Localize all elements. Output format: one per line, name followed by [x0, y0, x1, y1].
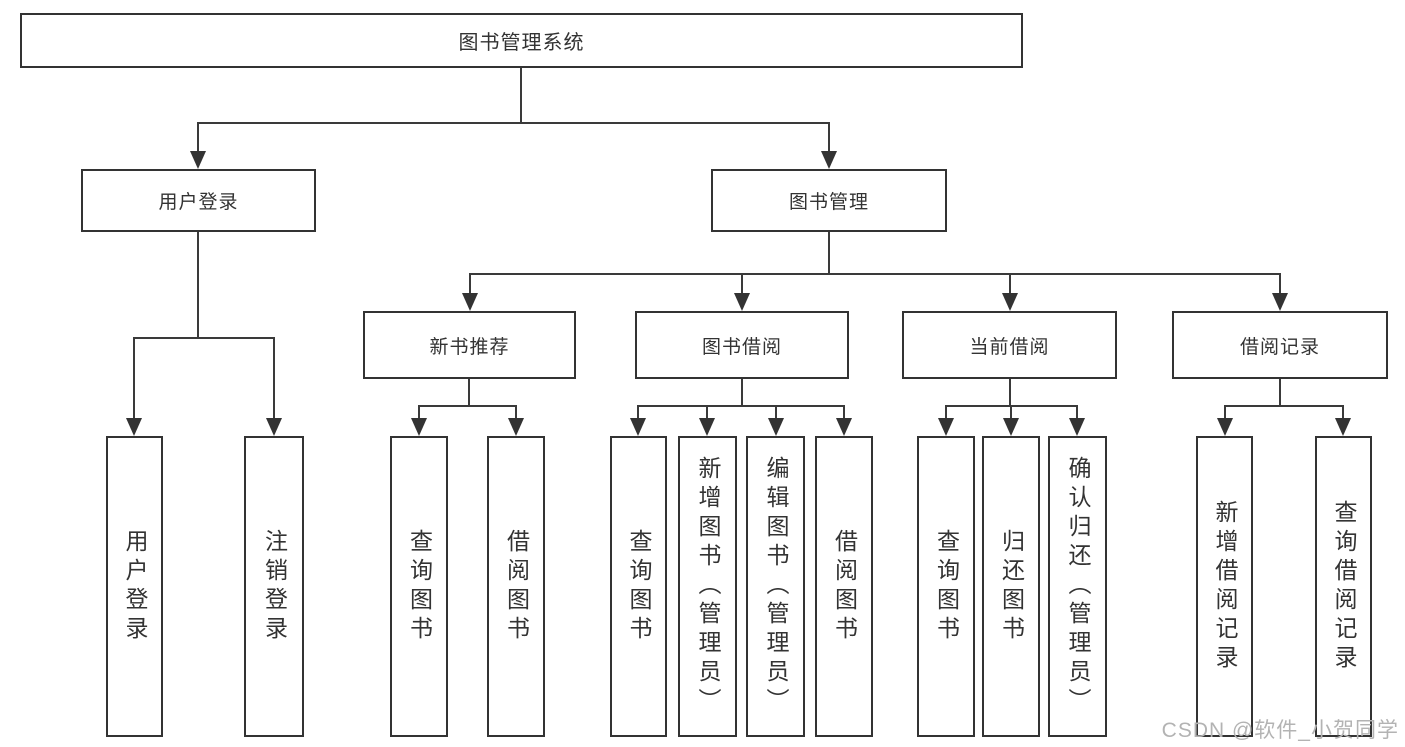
node-book-management: 图书管理 — [711, 169, 947, 232]
connector-line — [828, 122, 830, 153]
connector-line — [469, 273, 1281, 275]
arrow-down-icon — [821, 151, 837, 169]
arrow-down-icon — [1003, 418, 1019, 436]
connector-line — [741, 273, 743, 295]
arrow-down-icon — [734, 293, 750, 311]
connector-line — [828, 232, 830, 273]
connector-line — [133, 337, 275, 339]
connector-line — [637, 405, 639, 419]
arrow-down-icon — [938, 418, 954, 436]
connector-line — [945, 405, 947, 419]
leaf-borrow-query: 查询图书 — [610, 436, 667, 737]
arrow-down-icon — [768, 418, 784, 436]
node-borrow-record: 借阅记录 — [1172, 311, 1388, 379]
leaf-current-return: 归还图书 — [982, 436, 1040, 737]
connector-line — [1009, 273, 1011, 295]
connector-line — [1224, 405, 1226, 419]
connector-line — [515, 405, 517, 419]
arrow-down-icon — [1069, 418, 1085, 436]
node-current-borrow: 当前借阅 — [902, 311, 1117, 379]
leaf-newbook-query: 查询图书 — [390, 436, 448, 737]
csdn-watermark: CSDN @软件_小贺同学 — [1161, 719, 1399, 742]
connector-line — [1342, 405, 1344, 419]
leaf-newbook-borrow: 借阅图书 — [487, 436, 545, 737]
connector-line — [706, 405, 708, 419]
arrow-down-icon — [836, 418, 852, 436]
arrow-down-icon — [1335, 418, 1351, 436]
arrow-down-icon — [266, 418, 282, 436]
node-book-borrow: 图书借阅 — [635, 311, 849, 379]
connector-line — [637, 405, 845, 407]
arrow-down-icon — [411, 418, 427, 436]
arrow-down-icon — [508, 418, 524, 436]
leaf-borrow-edit-admin: 编辑图书（管理员） — [746, 436, 805, 737]
connector-line — [843, 405, 845, 419]
connector-line — [1224, 405, 1344, 407]
connector-line — [1009, 379, 1011, 405]
leaf-borrow-add-admin: 新增图书（管理员） — [678, 436, 737, 737]
connector-line — [197, 122, 830, 124]
arrow-down-icon — [126, 418, 142, 436]
connector-line — [1279, 273, 1281, 295]
connector-line — [469, 273, 471, 295]
arrow-down-icon — [190, 151, 206, 169]
connector-line — [1076, 405, 1078, 419]
leaf-record-add: 新增借阅记录 — [1196, 436, 1253, 737]
arrow-down-icon — [462, 293, 478, 311]
arrow-down-icon — [630, 418, 646, 436]
leaf-borrow-borrow: 借阅图书 — [815, 436, 873, 737]
arrow-down-icon — [1272, 293, 1288, 311]
arrow-down-icon — [699, 418, 715, 436]
connector-line — [197, 122, 199, 153]
connector-line — [197, 232, 199, 337]
node-new-book-recommend: 新书推荐 — [363, 311, 576, 379]
leaf-current-confirm-admin: 确认归还（管理员） — [1048, 436, 1107, 737]
connector-line — [133, 337, 135, 419]
connector-line — [468, 379, 470, 405]
leaf-logout: 注销登录 — [244, 436, 304, 737]
connector-line — [520, 68, 522, 122]
connector-line — [273, 337, 275, 419]
node-root: 图书管理系统 — [20, 13, 1023, 68]
connector-line — [1010, 405, 1012, 419]
arrow-down-icon — [1002, 293, 1018, 311]
arrow-down-icon — [1217, 418, 1233, 436]
connector-line — [418, 405, 420, 419]
connector-line — [1279, 379, 1281, 405]
connector-line — [418, 405, 517, 407]
connector-line — [741, 379, 743, 405]
leaf-user-login: 用户登录 — [106, 436, 163, 737]
connector-line — [775, 405, 777, 419]
leaf-current-query: 查询图书 — [917, 436, 975, 737]
node-user-login: 用户登录 — [81, 169, 316, 232]
leaf-record-query: 查询借阅记录 — [1315, 436, 1372, 737]
